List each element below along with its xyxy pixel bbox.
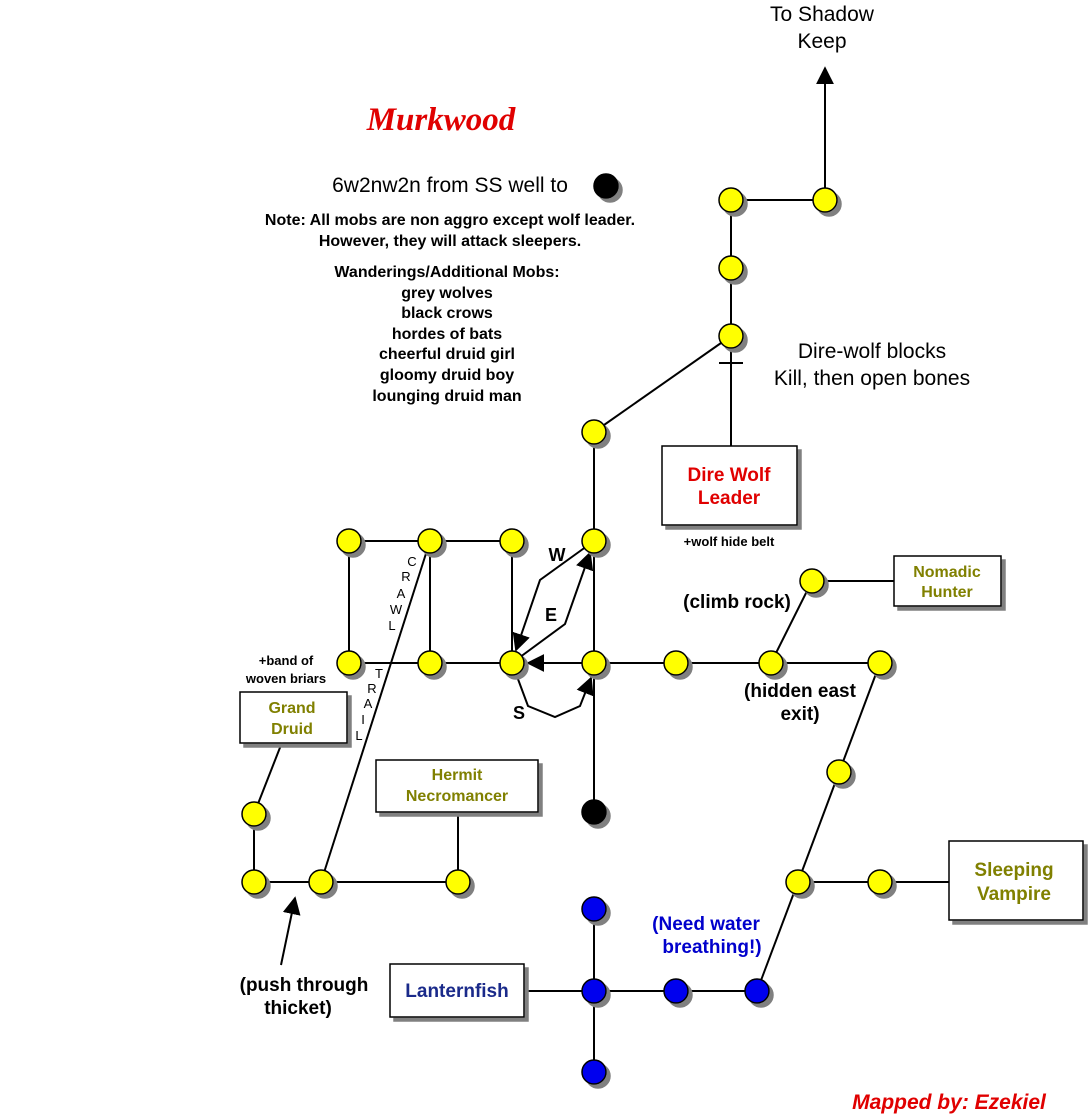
briars-loot-line-1: +band of (259, 653, 314, 668)
room-node (241, 801, 267, 827)
room-node (826, 759, 852, 785)
nomadic-line-1: Nomadic (913, 564, 981, 581)
climb-note: (climb rock) (683, 592, 791, 613)
note-line-2: However, they will attack sleepers. (319, 233, 581, 250)
dir-e-label: E (545, 605, 557, 625)
crawl-letter: L (388, 618, 395, 633)
water-room-node (744, 978, 770, 1004)
hermit-line-2: Necromancer (406, 788, 508, 805)
vampire-line-1: Sleeping (974, 860, 1053, 881)
start-room-node (581, 799, 607, 825)
dir-w-label: W (549, 545, 566, 565)
room-node (758, 650, 784, 676)
hermit-necromancer-box (375, 759, 539, 813)
room-node (445, 869, 471, 895)
nomadic-hunter-box (893, 555, 1002, 607)
wandering-mob: black crows (401, 305, 493, 322)
trail-letter: T (375, 666, 383, 681)
push-note-line-2: thicket) (264, 998, 332, 1019)
wandering-mob: grey wolves (401, 285, 493, 302)
water-room-node (581, 1059, 607, 1085)
room-node (785, 869, 811, 895)
sleeping-vampire-box (948, 840, 1084, 921)
room-node (812, 187, 838, 213)
push-note-line-1: (push through (240, 975, 369, 996)
start-marker-icon (593, 173, 619, 199)
dire-wolf-line-2: Leader (698, 488, 761, 509)
room-node (336, 650, 362, 676)
room-node (718, 187, 744, 213)
exit-label-line-2: Keep (797, 30, 846, 53)
crawl-letter: W (390, 602, 403, 617)
room-node (718, 323, 744, 349)
water-room-node (663, 978, 689, 1004)
blocker-line-2: Kill, then open bones (774, 367, 970, 390)
hidden-note-line-2: exit) (780, 704, 819, 725)
mob-boxes (239, 445, 1084, 1018)
water-room-node (581, 896, 607, 922)
room-node (499, 528, 525, 554)
room-node (417, 650, 443, 676)
wandering-mob: cheerful druid girl (379, 346, 515, 363)
room-node (867, 869, 893, 895)
trail-letter: A (364, 696, 373, 711)
lanternfish-box (389, 963, 525, 1018)
rooms (241, 173, 893, 1085)
dire-wolf-line-1: Dire Wolf (687, 465, 771, 486)
crawl-letter: C (407, 554, 416, 569)
wandering-mob: hordes of bats (392, 326, 502, 343)
crawl-letter: R (401, 569, 410, 584)
room-node (417, 528, 443, 554)
hermit-line-1: Hermit (432, 767, 483, 784)
trail-letter: R (367, 681, 376, 696)
dire-wolf-box (661, 445, 798, 526)
room-node (336, 528, 362, 554)
trail-letter: L (355, 728, 362, 743)
briars-loot-line-2: woven briars (245, 671, 326, 686)
grand-druid-line-1: Grand (268, 700, 315, 717)
room-node (799, 568, 825, 594)
note-line-1: Note: All mobs are non aggro except wolf… (265, 212, 635, 229)
vampire-line-2: Vampire (977, 884, 1051, 905)
wolf-belt-loot: +wolf hide belt (684, 534, 775, 549)
water-room-node (581, 978, 607, 1004)
crawl-letter: A (397, 586, 406, 601)
map-title: Murkwood (366, 102, 516, 138)
room-node (499, 650, 525, 676)
wandering-mob: lounging druid man (372, 388, 521, 405)
exit-label-line-1: To Shadow (770, 3, 875, 26)
room-node (581, 650, 607, 676)
room-node (718, 255, 744, 281)
directions-text: 6w2nw2n from SS well to (332, 174, 568, 197)
water-note-line-2: breathing!) (662, 937, 761, 958)
grand-druid-line-2: Druid (271, 721, 313, 738)
hidden-note-line-1: (hidden east (744, 681, 857, 702)
trail-letter: I (361, 712, 365, 727)
room-node (241, 869, 267, 895)
grand-druid-box (239, 691, 348, 744)
room-node (867, 650, 893, 676)
wandering-mob: gloomy druid boy (380, 367, 514, 384)
wanderings-heading: Wanderings/Additional Mobs: (334, 264, 559, 281)
room-node (581, 419, 607, 445)
water-note-line-1: (Need water (652, 914, 760, 935)
dir-s-label: S (513, 703, 525, 723)
lanternfish-label: Lanternfish (405, 981, 508, 1002)
room-node (308, 869, 334, 895)
room-node (663, 650, 689, 676)
credit-label: Mapped by: Ezekiel (852, 1091, 1047, 1114)
nomadic-line-2: Hunter (921, 584, 973, 601)
room-node (581, 528, 607, 554)
blocker-line-1: Dire-wolf blocks (798, 340, 946, 363)
